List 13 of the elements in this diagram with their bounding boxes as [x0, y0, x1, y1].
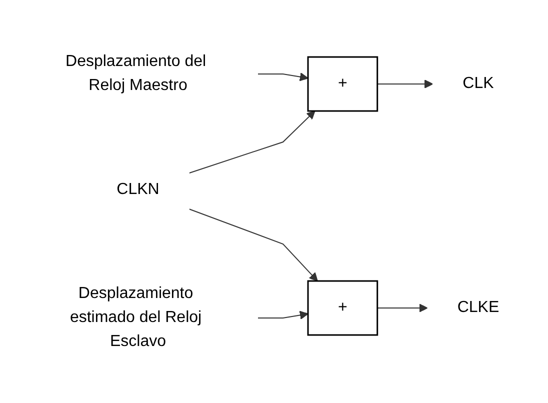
node-box: +	[308, 280, 379, 336]
node-text: CLKE	[458, 298, 500, 316]
node-text: Desplazamiento del Reloj Maestro	[66, 52, 206, 94]
node-text: CLKN	[117, 180, 160, 198]
arrow	[189, 110, 316, 173]
arrow	[377, 79, 434, 88]
node-text: Desplazamiento estimado del Reloj Esclavo	[70, 284, 202, 350]
arrow	[377, 303, 428, 312]
arrow	[189, 208, 318, 281]
node-box: +	[308, 56, 379, 112]
arrow	[258, 310, 309, 319]
node-text: CLK	[463, 74, 494, 92]
arrow	[258, 72, 309, 81]
